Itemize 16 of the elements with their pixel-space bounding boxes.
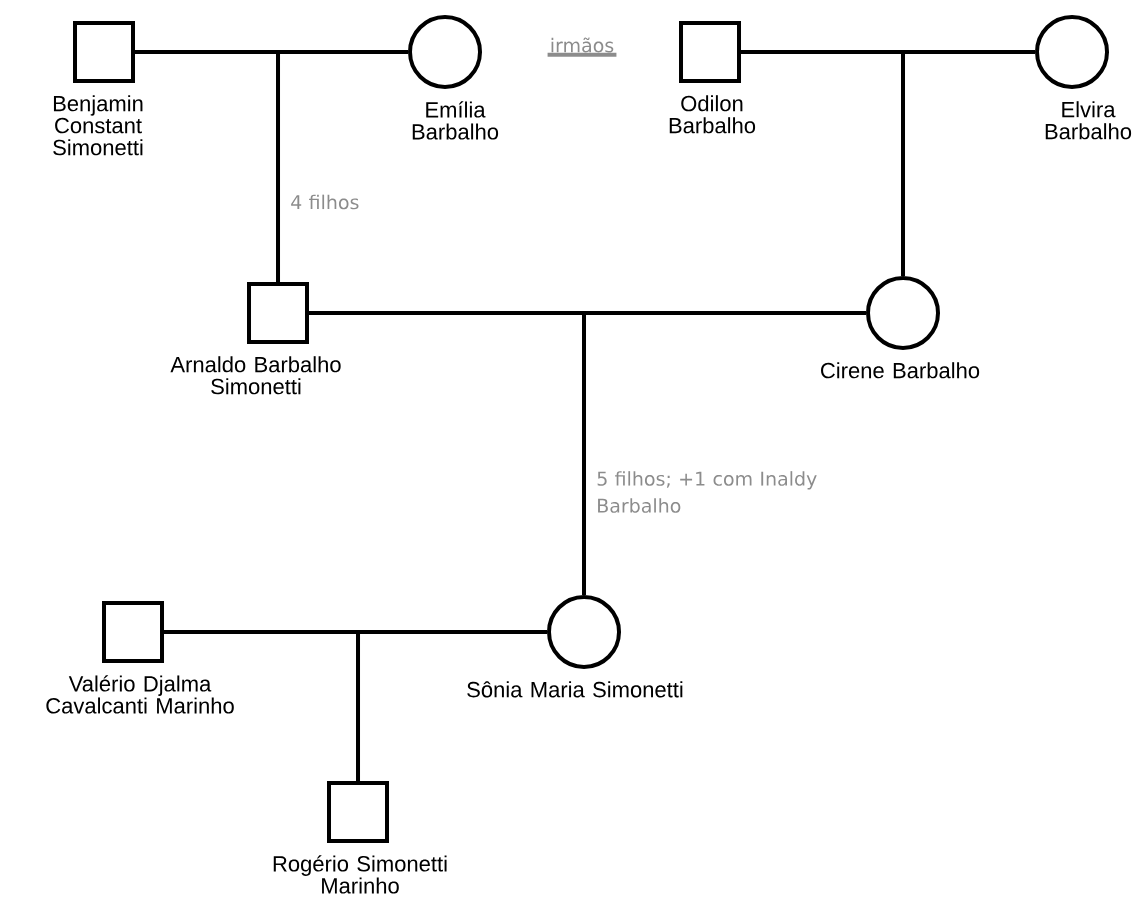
person-name: Benjamin Constant Simonetti xyxy=(53,95,143,156)
connector-line xyxy=(356,630,547,781)
person-name: Emília Barbalho xyxy=(412,101,499,140)
person-name: Odilon Barbalho xyxy=(669,95,756,134)
edge-label: 4 filhos xyxy=(291,194,359,210)
person-name: Rogério Simonetti Marinho xyxy=(273,855,447,894)
person-name: Sônia Maria Simonetti xyxy=(467,681,683,698)
connector-line xyxy=(276,50,408,282)
connector-line xyxy=(582,311,866,595)
edge-label: 5 filhos; +1 com Inaldy Barbalho xyxy=(597,471,817,513)
person-name: Elvira Barbalho xyxy=(1045,101,1132,140)
person-name: Cirene Barbalho xyxy=(821,362,980,379)
connector-line xyxy=(901,50,1035,276)
person-name: Valério Djalma Cavalcanti Marinho xyxy=(46,675,234,714)
sibling-label: irmãos xyxy=(547,37,617,57)
person-name: Arnaldo Barbalho Simonetti xyxy=(170,356,341,395)
